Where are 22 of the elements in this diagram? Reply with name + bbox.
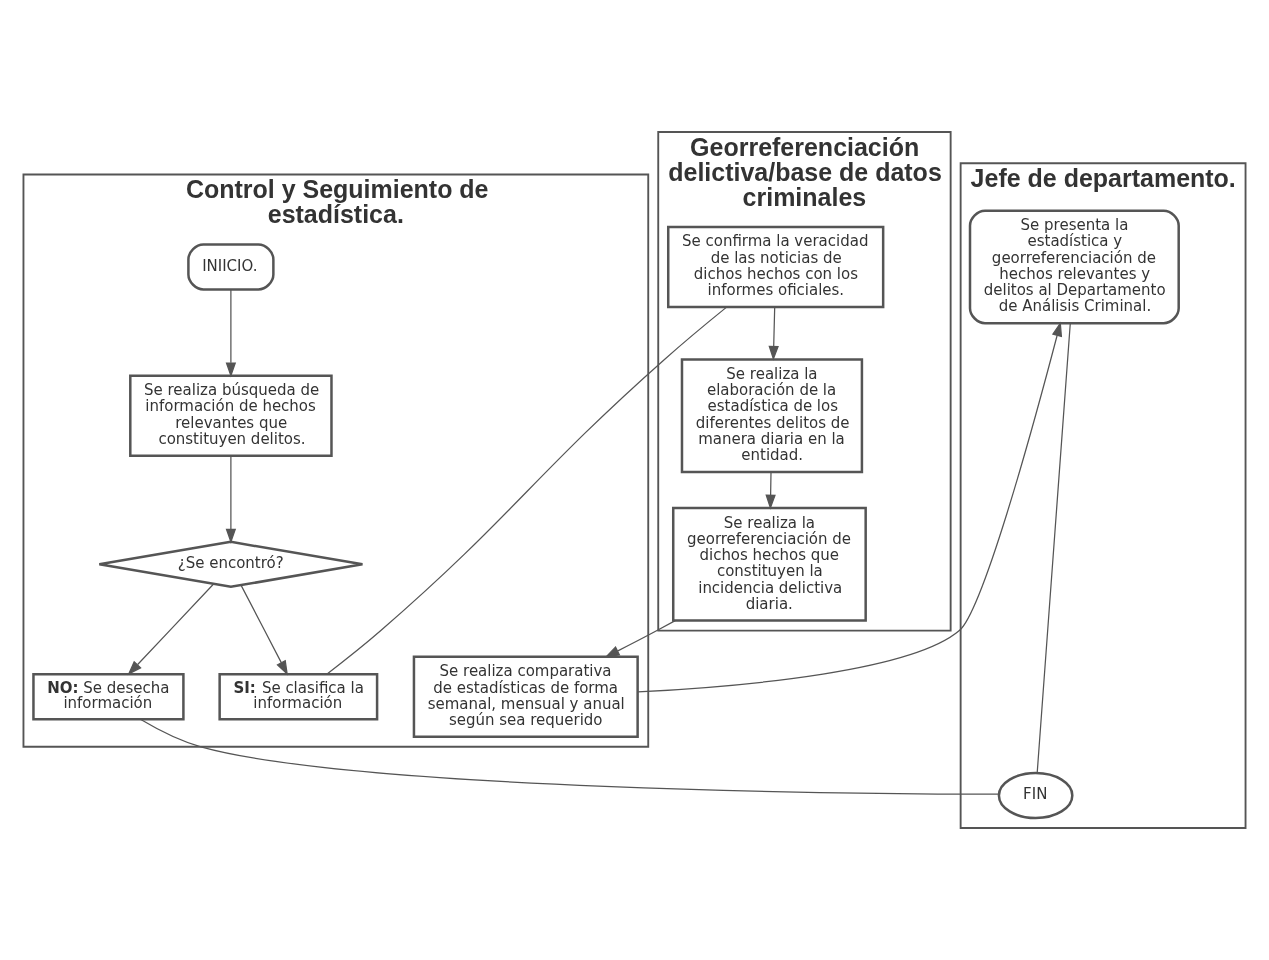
node-box: Se confirma la veracidad de las noticias de dichos hechos con los informes oficiales. — [667, 225, 885, 309]
arrow — [765, 471, 776, 510]
node-box: Se realiza la elaboración de la estadística de los diferentes delitos de manera diaria en la entidad. — [680, 358, 864, 474]
arrow — [637, 321, 1063, 693]
node-ellipse: FIN — [997, 771, 1074, 820]
arrow — [768, 306, 779, 361]
arrow — [240, 584, 288, 676]
connector — [326, 306, 727, 675]
node-box: SI: Se clasifica la información — [218, 673, 379, 721]
arrow — [127, 583, 214, 676]
node-diamond: ¿Se encontró? — [98, 540, 364, 589]
node-box: Se realiza búsqueda de información de hechos relevantes que constituyen delitos. — [129, 374, 333, 457]
node-box: Se realiza la georreferenciación de dichos hechos que constituyen la incidencia delictiva diaria. — [672, 506, 867, 622]
connector — [1036, 322, 1071, 774]
node-box: Se realiza comparativa de estadísticas de forma semanal, mensual y anual según sea requerido — [412, 655, 639, 739]
node-box: Se presenta la estadística y georreferenciación de hechos relevantes y delitos al Departamento de Análisis Criminal. — [968, 209, 1180, 325]
connector — [140, 718, 1000, 795]
node-box: INIICIO. — [187, 243, 275, 291]
arrow — [225, 288, 237, 378]
arrow — [604, 620, 676, 658]
node-box: NO: Se desecha información — [32, 673, 185, 721]
arrow — [225, 455, 237, 544]
